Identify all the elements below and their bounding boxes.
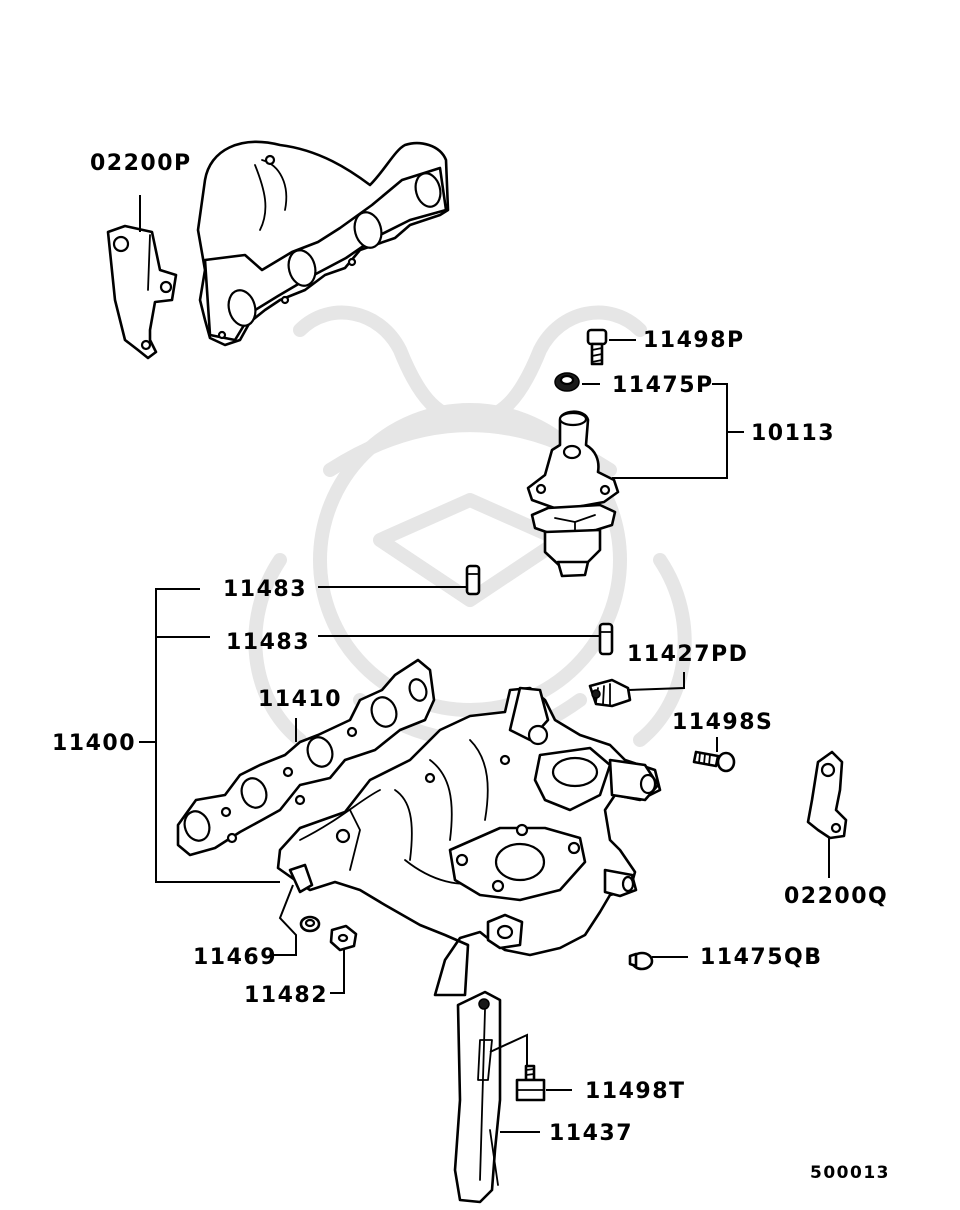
bolt-11498p: [586, 328, 608, 366]
label-11469: 11469: [193, 945, 277, 970]
stud-11483-upper: [465, 564, 481, 596]
thermostat-housing-10113: [526, 410, 620, 578]
label-11498t: 11498T: [585, 1079, 686, 1104]
gasket-11410: [176, 658, 436, 857]
watermark-emblem: [248, 305, 692, 747]
label-02200q: 02200Q: [784, 884, 888, 909]
washer-11469: [299, 915, 321, 933]
stud-11483-lower: [598, 622, 614, 656]
diagram-code: 500013: [810, 1163, 890, 1183]
bolt-11498t: [515, 1064, 546, 1102]
nut-11475p: [554, 372, 580, 392]
label-10113: 10113: [751, 421, 835, 446]
nut-11482: [329, 924, 358, 952]
bracket-02200p: [106, 224, 178, 360]
label-11400: 11400: [52, 731, 136, 756]
intake-manifold-11400: [276, 686, 662, 997]
label-11437: 11437: [549, 1121, 633, 1146]
exhaust-manifold: [196, 140, 450, 347]
label-11475qb: 11475QB: [700, 945, 823, 970]
plug-11475qb: [628, 951, 654, 971]
label-11483-upper: 11483: [223, 577, 307, 602]
bracket-02200q: [806, 750, 848, 840]
label-02200p: 02200P: [90, 151, 192, 176]
label-11483-lower: 11483: [226, 630, 310, 655]
label-11482: 11482: [244, 983, 328, 1008]
part-labels: 02200P 11498P 11475P 10113 11483 11483 1…: [52, 151, 890, 1183]
leader-lines: [139, 195, 830, 1133]
bolt-11498s: [692, 750, 736, 773]
stay-11437: [453, 990, 502, 1204]
label-11498p: 11498P: [643, 328, 745, 353]
label-11410: 11410: [258, 687, 342, 712]
label-11427pd: 11427PD: [627, 642, 748, 667]
label-11498s: 11498S: [672, 710, 773, 735]
sensor-11427pd: [588, 678, 632, 708]
label-11475p: 11475P: [612, 373, 714, 398]
